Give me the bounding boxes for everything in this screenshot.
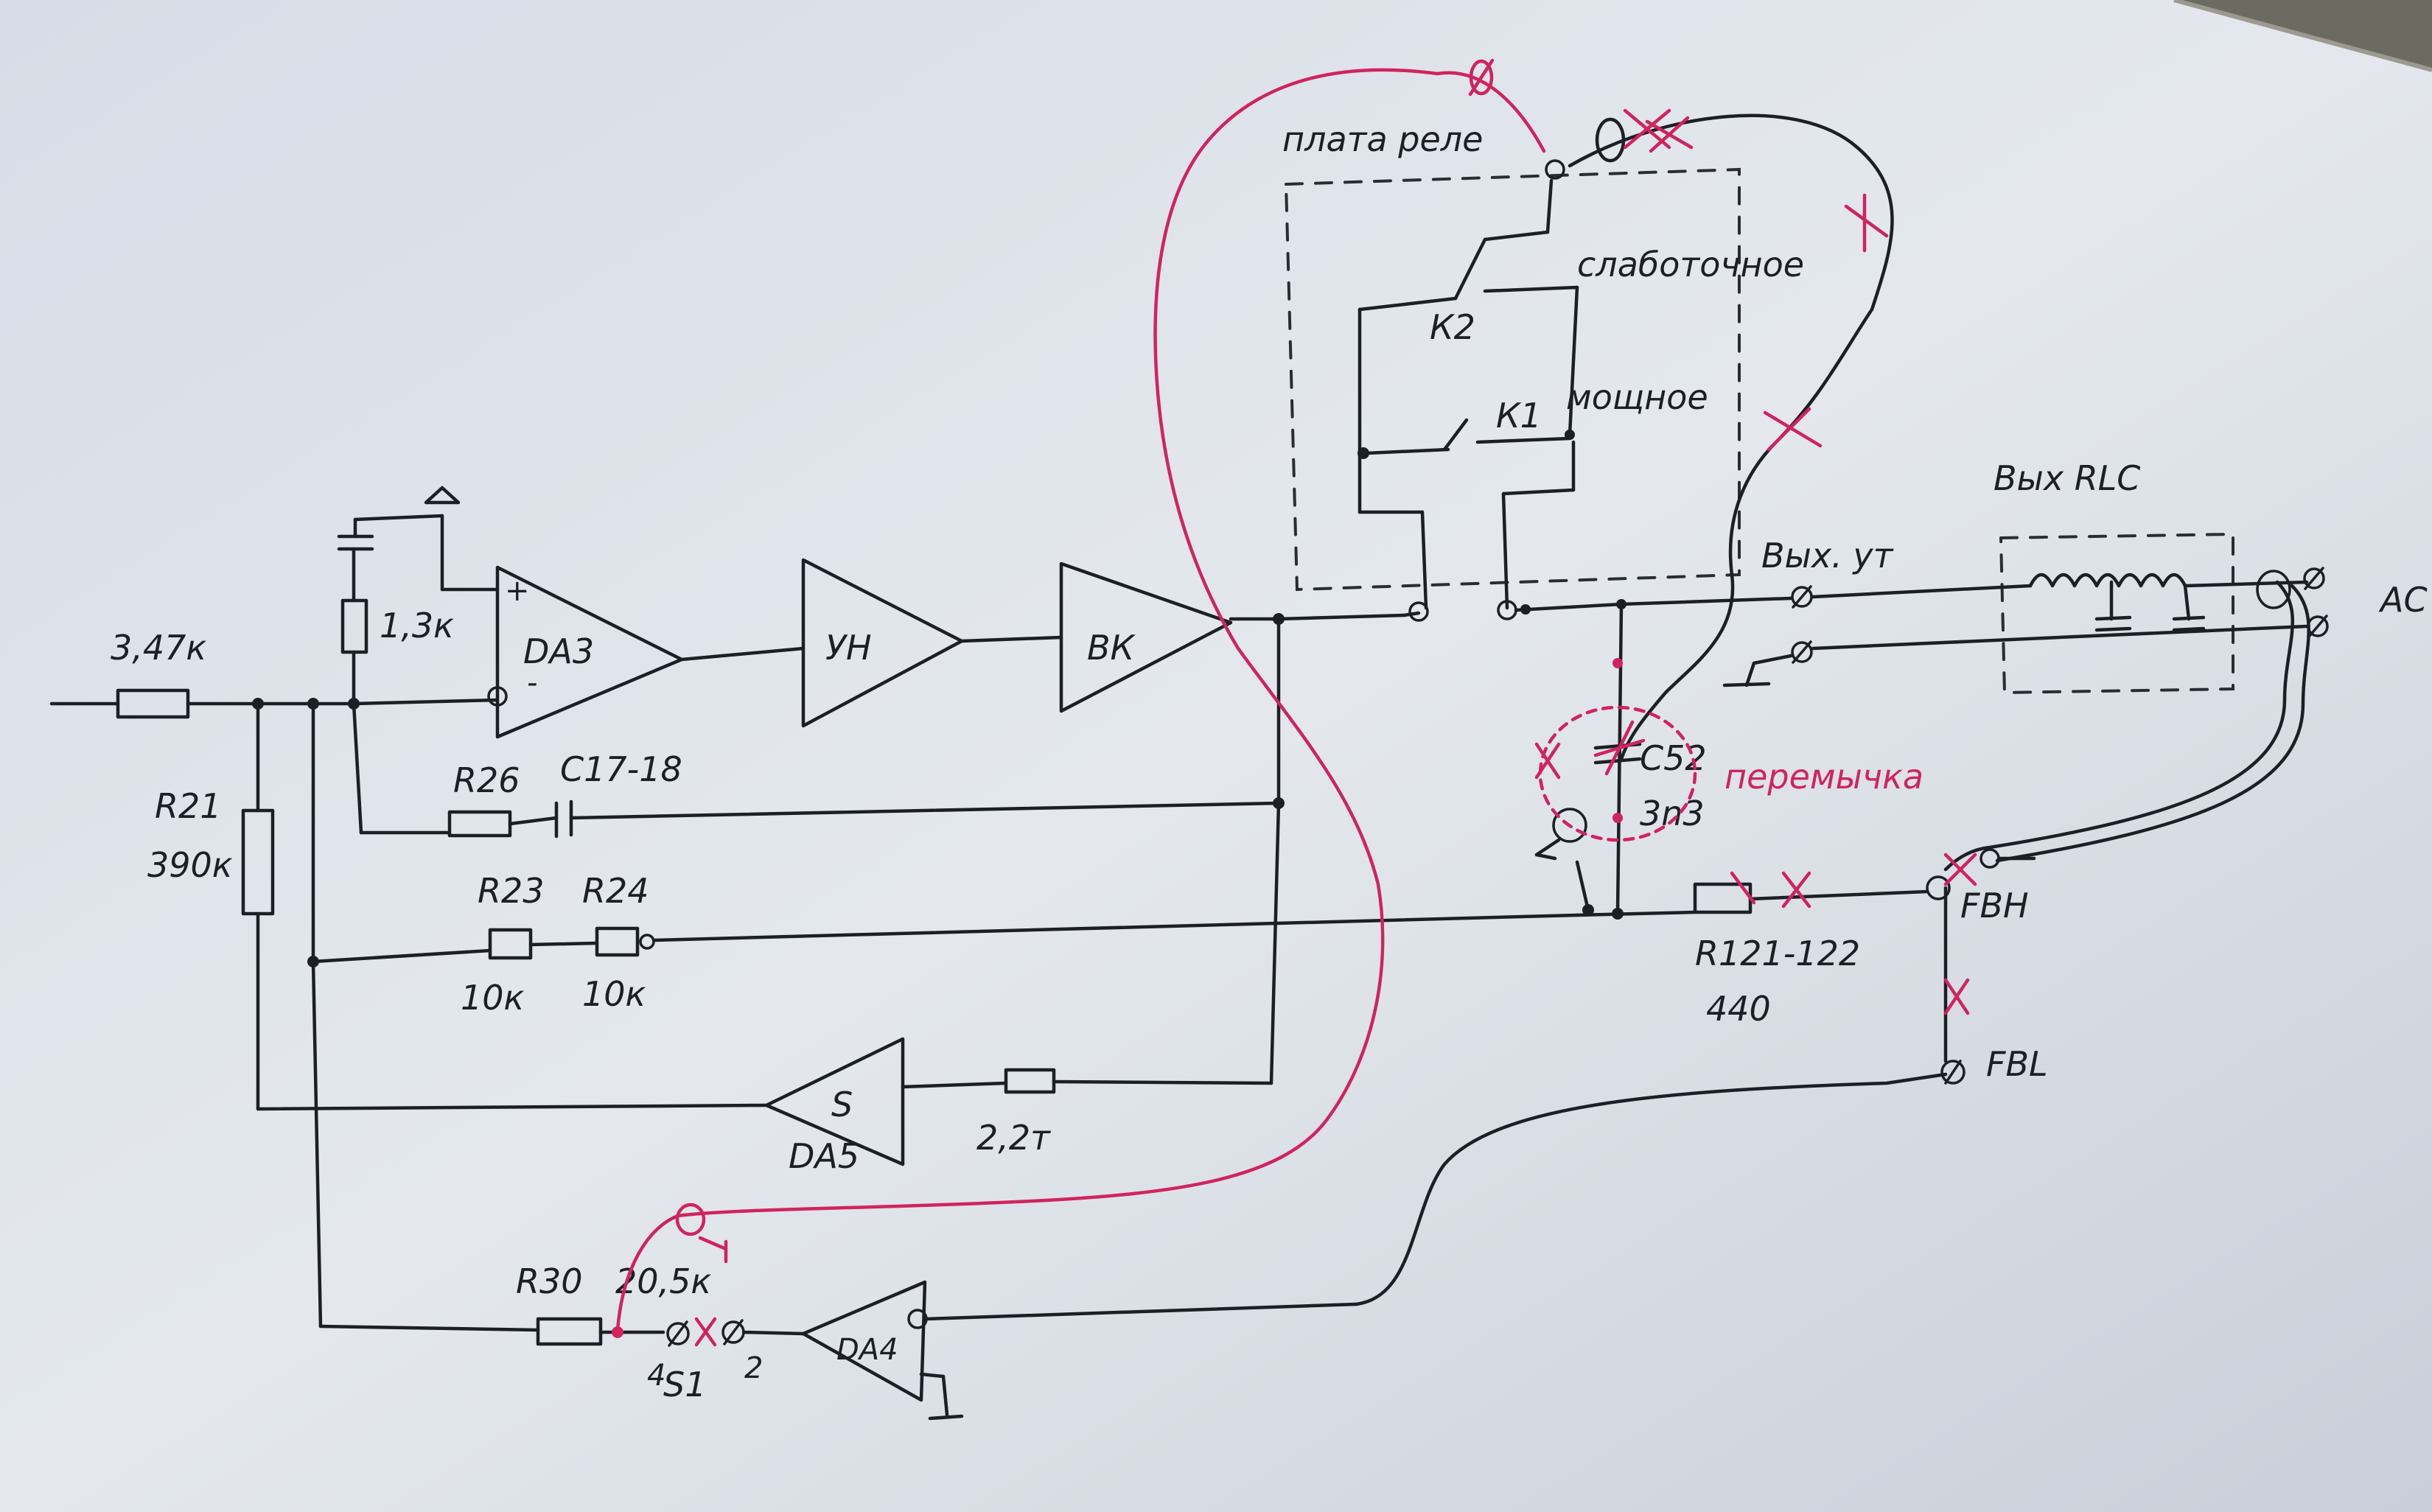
r121-value: 440 [1706, 989, 1771, 1029]
relay-board: плата реле К2 К1 слаботочное мощное [1282, 119, 1804, 622]
ac-label: AC [2378, 580, 2428, 620]
da3-minus-sign: - [527, 666, 537, 700]
r23-r24-branch: R23 R24 10к 10к [311, 871, 1579, 1018]
output-stage-vk: ВК [1059, 561, 1233, 713]
fbh-label: FBH [1960, 886, 2029, 925]
jumper-label: перемычка [1725, 757, 1923, 797]
r121-122-resistor: R121-122 440 [1693, 882, 1929, 1029]
input-resistor-label: 3,47к [111, 628, 206, 668]
r23-value: 10к [461, 978, 525, 1018]
s1-pin-4: 4 [647, 1359, 665, 1393]
c52-label: С52 [1640, 738, 1707, 778]
rlc-output-block: Вых RLC [1811, 458, 2309, 695]
da5-branch: S DA5 2,2т [256, 1037, 1273, 1176]
r21-label: R21 [155, 786, 222, 826]
r23-label: R23 [478, 871, 545, 911]
voltage-amplifier-un: УН [801, 558, 964, 728]
k1-label: К1 [1496, 396, 1542, 435]
relay-power-label: мощное [1566, 377, 1708, 417]
r121-122-label: R121-122 [1695, 934, 1860, 973]
c52-value: 3n3 [1640, 794, 1705, 833]
r24-value: 10к [582, 974, 646, 1014]
c17-18-label: С17-18 [560, 749, 682, 789]
r21-resistor: R21 390к [147, 786, 275, 916]
rlc-out-label: Вых RLC [1994, 458, 2140, 498]
node-dot [252, 698, 264, 710]
da3-opamp: DA3 + - [487, 565, 684, 739]
cut-marks [694, 116, 1977, 1347]
r-2m2-label: 2,2т [976, 1118, 1051, 1158]
ground-symbol [424, 486, 500, 592]
r21-value: 390к [147, 845, 233, 885]
un-label: УН [825, 628, 872, 668]
da3-plus-sign: + [505, 574, 530, 608]
relay-board-label: плата реле [1282, 119, 1483, 159]
fbl-label: FBL [1986, 1044, 2048, 1084]
r30-label: R30 [516, 1261, 583, 1301]
node-dot [307, 698, 319, 710]
da3-label: DA3 [523, 631, 594, 671]
vk-label: ВК [1087, 628, 1136, 668]
feedback-resistor-1k3: 1,3к [337, 514, 454, 706]
da4-label: DA4 [836, 1333, 898, 1367]
k2-label: К2 [1430, 307, 1475, 347]
r30-s1-da4-branch: DA4 R30 20,5к S1 4 2 [318, 1072, 1948, 1421]
feedback-resistor-label: 1,3к [380, 606, 454, 645]
s1-label: S1 [663, 1365, 706, 1404]
r30-value: 20,5к [615, 1261, 711, 1301]
da5-symbol: S [831, 1085, 853, 1124]
amp-out-label: Вых. ут [1761, 536, 1894, 575]
relay-weak-label: слаботочное [1577, 245, 1804, 284]
r26-label: R26 [453, 760, 520, 800]
input-resistor: 3,47к [49, 628, 356, 719]
r24-label: R24 [582, 871, 649, 911]
r26-c17-18-branch: R26 С17-18 [352, 701, 1281, 839]
s1-pin-2: 2 [744, 1351, 763, 1385]
da5-label: DA5 [789, 1136, 859, 1176]
